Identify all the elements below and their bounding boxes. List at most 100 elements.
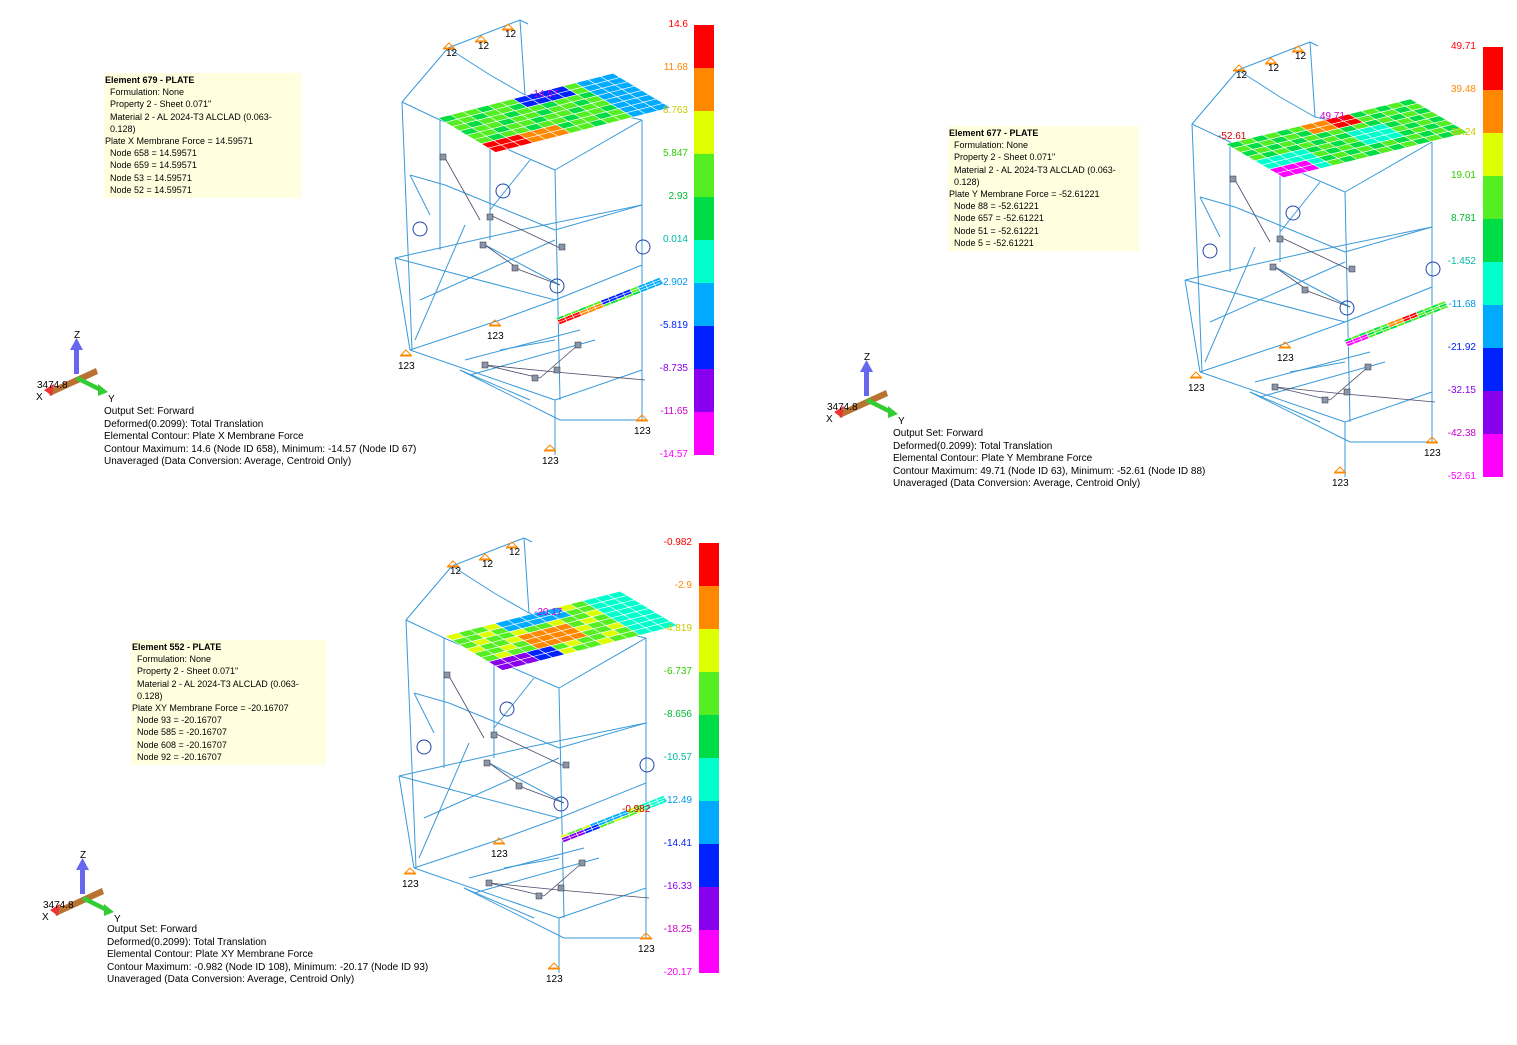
beam-element (394, 257, 556, 301)
scale-band (699, 543, 719, 586)
scale-label: -20.17 (663, 967, 692, 978)
scale-band (1483, 262, 1503, 305)
scale-label: -32.15 (1447, 385, 1476, 396)
constraint-label: 123 (1332, 478, 1349, 489)
scale-band (694, 283, 714, 326)
beam-element (1344, 226, 1433, 253)
y-axis-arrow (98, 384, 108, 396)
rod-element (558, 889, 650, 899)
node-marker (578, 859, 586, 867)
constraint-label: 123 (542, 456, 559, 467)
beam-element (464, 329, 581, 361)
beam-element (405, 619, 417, 869)
constraint-marker (639, 932, 653, 939)
load-marker (1425, 261, 1441, 277)
node-marker (553, 366, 561, 374)
beam-element (1259, 361, 1386, 398)
averaging-info: Unaveraged (Data Conversion: Average, Ce… (107, 974, 355, 986)
constraint-marker (442, 42, 456, 49)
beam-element (1309, 226, 1433, 253)
constraint-marker (1232, 64, 1246, 71)
beam-element (409, 174, 446, 186)
beam-element (409, 174, 431, 216)
beam-element (1344, 286, 1433, 323)
view-scale-label: 3474.8 (37, 380, 68, 391)
load-marker (635, 239, 651, 255)
scale-label: 8.763 (662, 105, 688, 116)
beam-element (558, 722, 647, 749)
node-marker (1343, 388, 1351, 396)
deformed-info: Deformed(0.2099): Total Translation (104, 418, 264, 430)
output-set: Output Set: Forward (107, 924, 198, 935)
scale-band (694, 326, 714, 369)
constraint-label: 12 (505, 29, 517, 40)
node-value: Node 51 = -52.61221 (954, 225, 1039, 236)
contour-type: Elemental Contour: Plate X Membrane Forc… (104, 431, 304, 443)
constraint-marker (488, 319, 502, 326)
property-line: Property 2 - Sheet 0.071" (954, 152, 1056, 163)
scale-label: -16.33 (663, 881, 692, 892)
contour-range: Contour Maximum: 49.71 (Node ID 63), Min… (893, 465, 1206, 477)
scale-label: -11.68 (1448, 299, 1476, 310)
upper-plate-contour (1225, 98, 1469, 178)
plate-value-marker: 49.71 (1320, 111, 1345, 122)
z-axis-label: Z (74, 330, 80, 341)
node-marker (562, 761, 570, 769)
constraint-label: 123 (487, 331, 504, 342)
node-marker (1276, 235, 1284, 243)
beam-element (523, 537, 533, 543)
constraint-marker (1291, 45, 1305, 52)
node-marker (1364, 363, 1372, 371)
beam-element (1209, 261, 1346, 323)
constraint-label: 123 (546, 974, 563, 985)
rod-element (543, 862, 583, 897)
scale-label: 0.014 (662, 234, 688, 245)
beam-element (1237, 69, 1281, 98)
x-axis-label: X (826, 414, 833, 425)
node-value: Node 88 = -52.61221 (954, 201, 1039, 212)
rod-element (1234, 179, 1271, 243)
load-marker (1339, 300, 1355, 316)
scale-label: -12.49 (663, 795, 692, 806)
node-marker (557, 884, 565, 892)
x-axis-shaft (838, 390, 888, 418)
beam-element (489, 74, 526, 96)
formulation-line: Formulation: None (137, 654, 212, 665)
scale-band (694, 68, 714, 111)
scale-band (1483, 47, 1503, 90)
force-line: Plate XY Membrane Force = -20.16707 (132, 703, 289, 714)
scale-label: -2.9 (674, 580, 692, 591)
beam-element (558, 782, 647, 819)
plate-element (654, 281, 664, 288)
constraint-label: 12 (1295, 51, 1307, 62)
beam-element (1184, 279, 1346, 323)
plate-element (1439, 304, 1449, 311)
scale-label: 19.01 (1450, 170, 1476, 181)
beam-element (554, 369, 643, 401)
load-marker (1202, 243, 1218, 259)
scale-label: 8.781 (1450, 213, 1476, 224)
scale-band (694, 412, 714, 455)
y-axis-label: Y (108, 394, 115, 405)
scale-band (694, 25, 714, 68)
node-value: Node 5 = -52.61221 (954, 237, 1034, 248)
node-marker (1348, 265, 1356, 273)
averaging-info: Unaveraged (Data Conversion: Average, Ce… (893, 478, 1141, 490)
beam-element (484, 244, 561, 286)
rod-element (519, 269, 561, 286)
beam-element (1274, 266, 1351, 308)
beam-element (1249, 391, 1321, 423)
scale-label: 49.71 (1450, 41, 1476, 52)
beam-element (409, 349, 556, 401)
beam-element (1191, 123, 1231, 143)
constraint-marker (478, 553, 492, 560)
rod-element (523, 787, 565, 804)
scale-label: -21.92 (1447, 342, 1476, 353)
beam-element (1344, 141, 1433, 193)
